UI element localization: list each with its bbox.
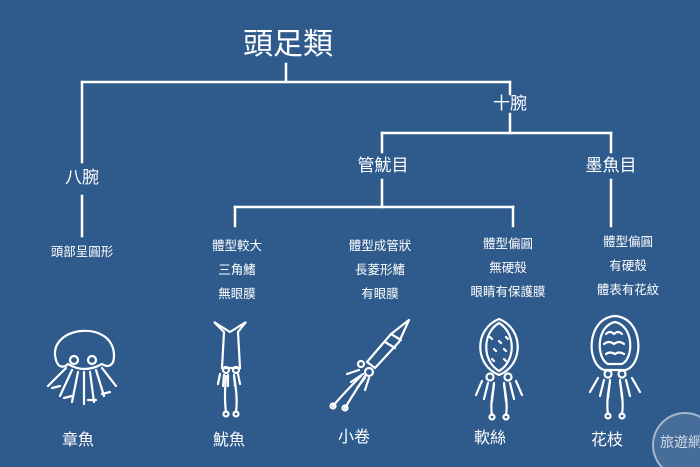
squid-icon: [213, 321, 247, 418]
trait-line: 長菱形鰭: [354, 262, 406, 277]
group-octopod: 八腕: [65, 168, 99, 188]
trait-line: 體型較大: [211, 238, 263, 253]
watermark-text: 旅遊網: [660, 435, 700, 451]
trait-line: 體型偏圓: [482, 236, 534, 251]
trait-line: 無硬殼: [489, 260, 527, 275]
traits-squid: 體型較大 三角鰭 無眼膜: [212, 234, 262, 306]
trait-line: 體表有花紋: [596, 282, 660, 297]
animal-name-squid: 魷魚: [212, 430, 246, 449]
trait-line: 三角鰭: [218, 262, 256, 277]
animal-name-small-squid: 小卷: [337, 427, 371, 446]
traits-small-squid: 體型成管狀 長菱形鰭 有眼膜: [349, 234, 412, 306]
trait-line: 眼睛有保護膜: [470, 284, 546, 299]
traits-cuttlefish: 體型偏圓 有硬殼 體表有花紋: [597, 230, 660, 302]
traits-octopus: 頭部呈圓形: [51, 240, 114, 264]
octopus-icon: [46, 329, 118, 406]
animal-name-octopus: 章魚: [61, 430, 95, 449]
order-teuthida: 管魷目: [357, 156, 409, 176]
animal-name-cuttlefish: 花枝: [590, 430, 624, 449]
group-decapod: 十腕: [493, 94, 527, 114]
trait-line: 有硬殼: [609, 258, 647, 273]
animal-name-soft-squid: 軟絲: [473, 428, 507, 447]
cuttlefish-icon: [588, 314, 642, 420]
trait-line: 頭部呈圓形: [50, 244, 114, 259]
small-squid-icon: [329, 318, 411, 412]
trait-line: 體型成管狀: [348, 238, 412, 253]
diagram-title: 頭足類: [243, 27, 333, 62]
trait-line: 有眼膜: [361, 286, 399, 301]
traits-soft-squid: 體型偏圓 無硬殼 眼睛有保護膜: [470, 232, 545, 304]
trait-line: 體型偏圓: [602, 234, 654, 249]
trait-line: 無眼膜: [218, 286, 256, 301]
watermark-stamp: 旅遊網: [652, 412, 700, 467]
order-sepiida: 墨魚目: [585, 156, 637, 176]
soft-squid-icon: [474, 317, 524, 421]
